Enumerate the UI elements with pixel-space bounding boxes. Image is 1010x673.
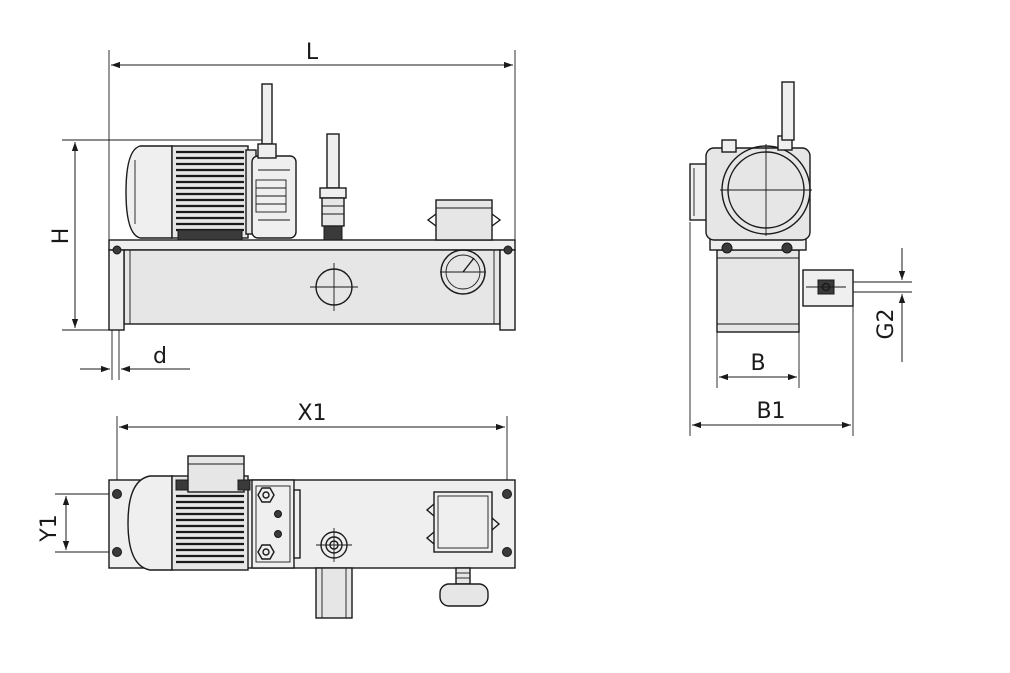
pump-top <box>251 479 301 569</box>
top-view: X1 Y1 <box>37 401 516 619</box>
outlet-block <box>802 269 854 307</box>
pressure-fitting <box>319 133 347 241</box>
drain-knob <box>439 567 489 607</box>
fitting-top <box>316 528 352 562</box>
dimension-Y1: Y1 <box>37 493 118 553</box>
dimension-H: H <box>49 139 262 331</box>
base-plate <box>108 239 516 251</box>
terminal-box-top <box>425 491 501 553</box>
label-B1: B1 <box>756 399 785 424</box>
label-B: B <box>750 351 765 376</box>
side-view: B B1 G2 <box>689 81 912 436</box>
right-foot <box>499 249 516 331</box>
label-Y1: Y1 <box>37 514 62 542</box>
terminal-box <box>426 199 502 241</box>
dimension-B: B <box>716 332 800 388</box>
motor-top <box>127 455 251 571</box>
label-X1: X1 <box>297 401 326 426</box>
filler-cap <box>310 263 358 311</box>
suction-pipe <box>315 567 353 619</box>
dimension-G2: G2 <box>850 248 912 362</box>
label-d: d <box>153 344 167 369</box>
electric-motor <box>125 145 257 241</box>
front-view: L H d <box>49 40 516 380</box>
left-foot <box>108 249 125 331</box>
motor-side <box>689 81 812 241</box>
label-H: H <box>49 228 74 245</box>
pump <box>251 83 297 239</box>
side-tank <box>716 249 800 333</box>
dimension-L: L <box>108 40 516 240</box>
label-L: L <box>306 40 319 65</box>
dimension-d: d <box>80 328 190 380</box>
level-gauge <box>440 249 486 295</box>
label-G2: G2 <box>874 308 899 339</box>
